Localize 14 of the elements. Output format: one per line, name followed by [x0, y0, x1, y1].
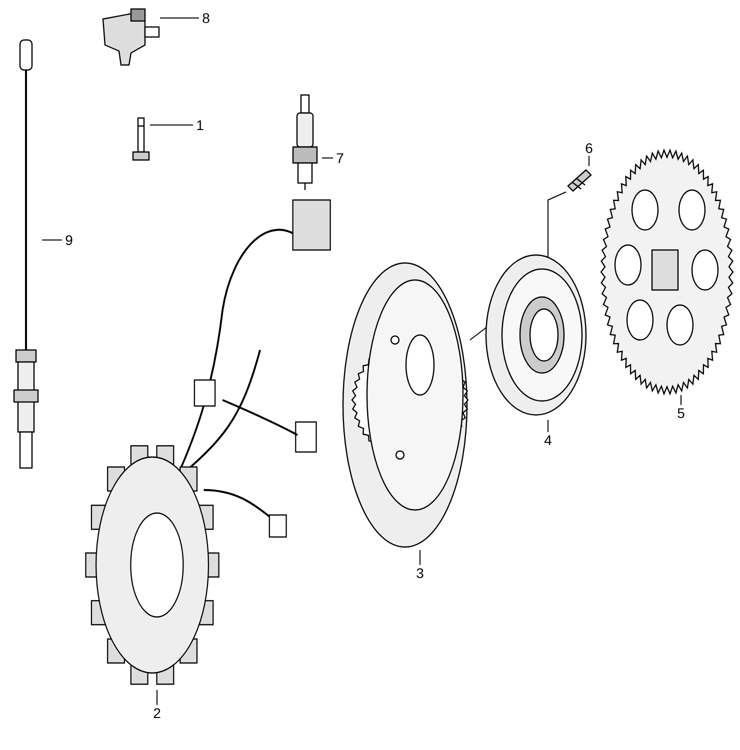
leader-line	[680, 394, 682, 406]
callout-number: 1	[193, 117, 207, 133]
callout-number: 7	[333, 150, 347, 166]
callout-number: 4	[541, 432, 555, 448]
callout-number: 5	[674, 405, 688, 421]
callout-number: 3	[413, 565, 427, 581]
ring-gear-drawing	[600, 150, 735, 395]
callout-number: 6	[582, 140, 596, 156]
callout-number: 8	[199, 10, 213, 26]
leader-line	[588, 156, 590, 166]
callout-number: 2	[150, 705, 164, 721]
leader-line	[156, 690, 158, 706]
callout-number: 9	[62, 232, 76, 248]
leader-line	[150, 124, 194, 126]
